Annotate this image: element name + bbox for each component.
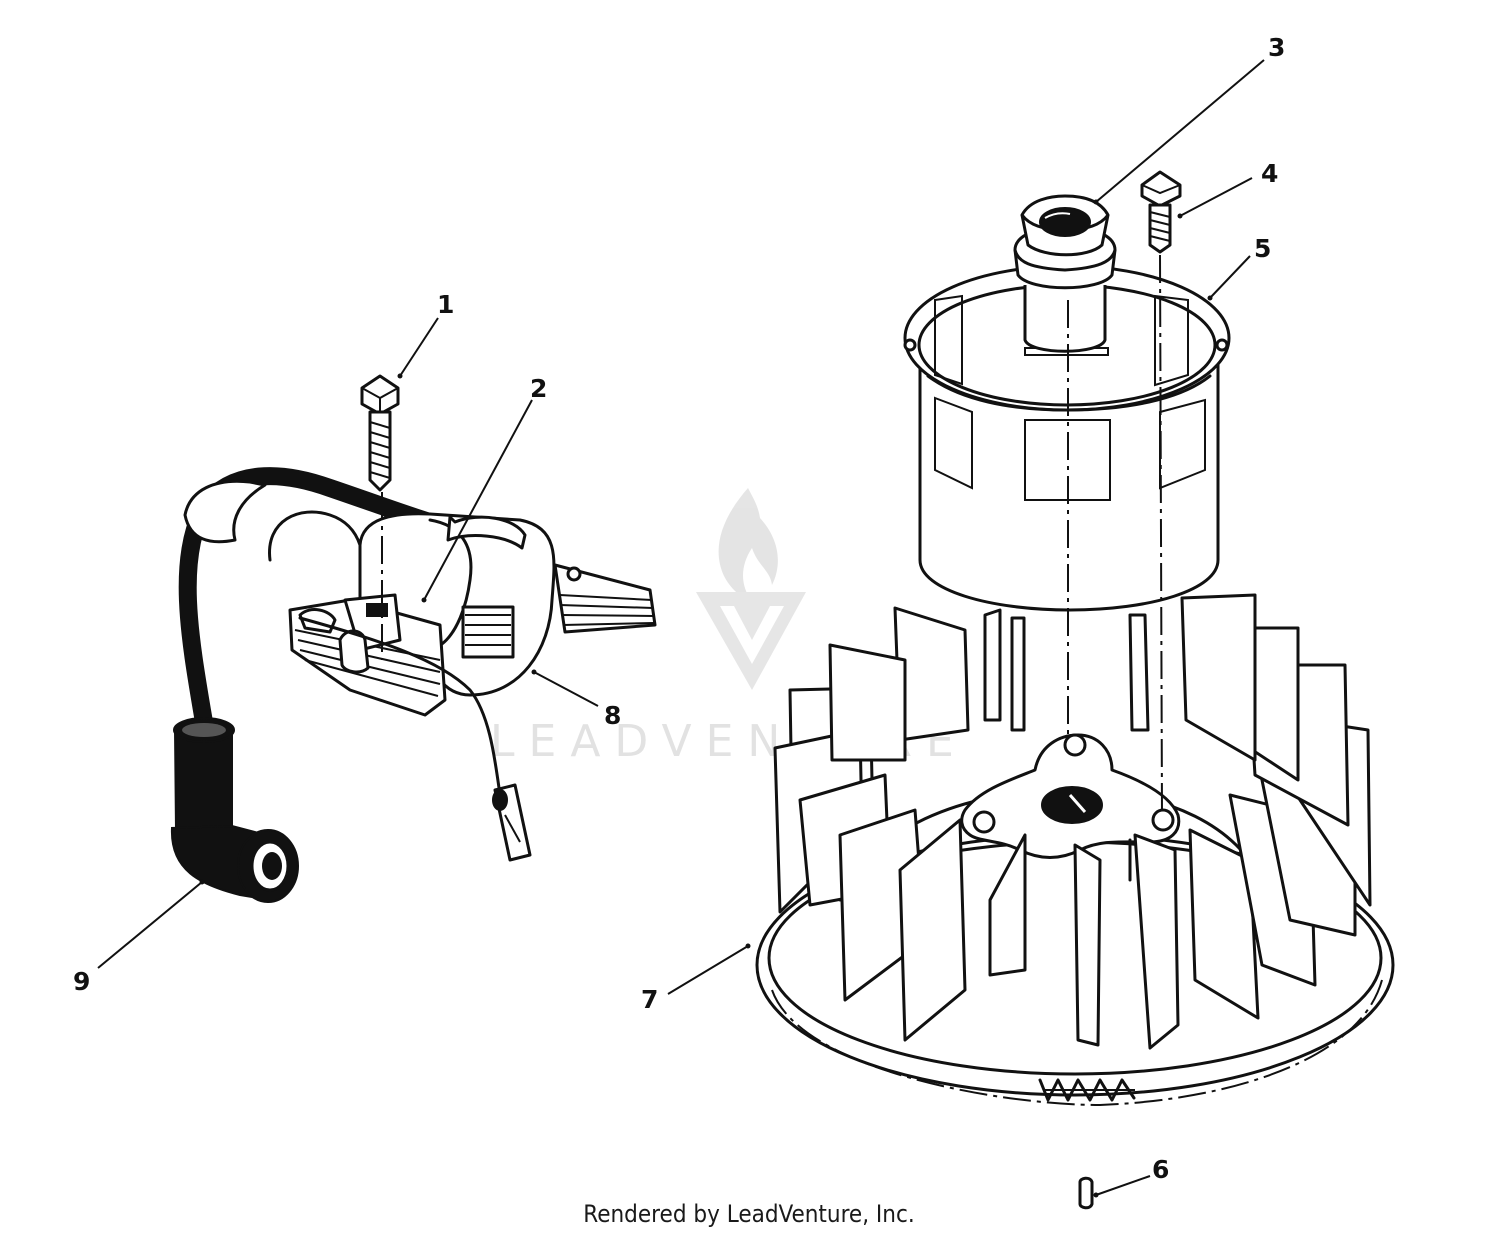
part-6-flywheel-key [1078,1176,1094,1210]
callout-3: 3 [1268,33,1285,62]
callout-numbers: 1 2 3 4 5 6 7 8 9 [73,33,1285,1184]
leader-2 [423,399,533,601]
leader-4 [1179,177,1253,217]
part-5-rotating-screen [903,264,1231,612]
callout-5: 5 [1254,234,1271,263]
footer-credit: Rendered by LeadVenture, Inc. [583,1200,914,1228]
callout-4: 4 [1261,159,1278,188]
callout-2: 2 [530,374,547,403]
leader-7 [667,945,749,995]
flywheel-fins [773,593,1372,1050]
callout-7: 7 [641,985,658,1014]
leader-3 [1095,59,1265,203]
part-8-ignition-module [183,479,657,862]
callout-8: 8 [604,701,621,730]
callout-1: 1 [437,290,454,319]
callout-9: 9 [73,967,90,996]
callout-6: 6 [1152,1155,1169,1184]
leader-9 [97,881,203,969]
leader-1 [399,317,439,377]
leader-5 [1209,255,1251,299]
part-1-screw [360,374,400,660]
flywheel-ring-gear [1038,1078,1136,1102]
part-3-flywheel-nut [1013,194,1117,735]
watermark-logo-icon [696,488,806,690]
leader-8 [533,671,599,707]
part-4-screw [1140,170,1182,816]
callout-leaders [97,59,1265,1198]
part-7-flywheel [755,593,1395,1107]
flywheel-hub [960,733,1181,887]
leader-6 [1095,1175,1151,1196]
